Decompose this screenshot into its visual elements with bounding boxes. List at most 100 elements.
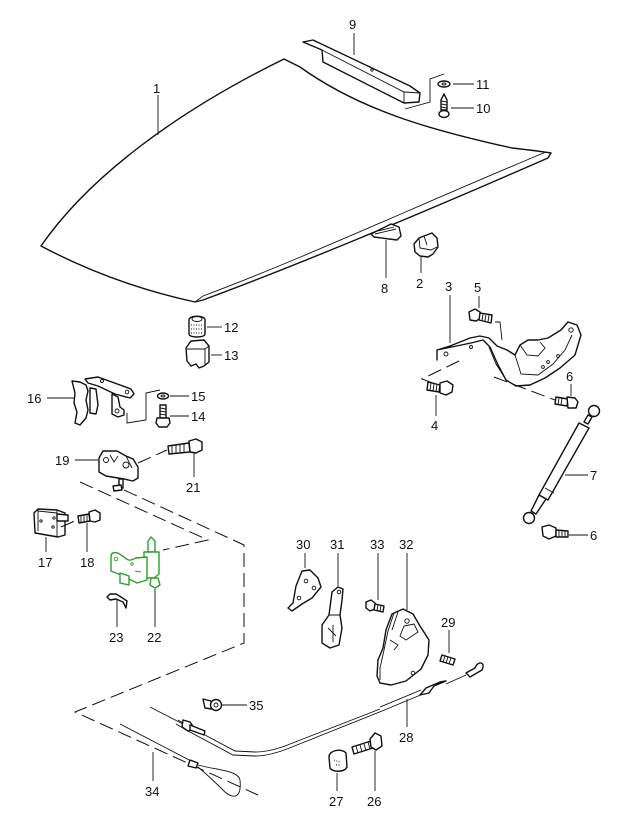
callout-27[interactable]: 27 xyxy=(329,773,343,809)
callout-8[interactable]: 8 xyxy=(381,240,388,296)
label-29: 29 xyxy=(441,615,455,630)
label-30: 30 xyxy=(296,537,310,552)
callout-21[interactable]: 21 xyxy=(186,453,200,495)
callout-26[interactable]: 26 xyxy=(367,751,381,809)
part-28-release-cable[interactable] xyxy=(175,662,484,757)
callout-4[interactable]: 4 xyxy=(431,395,438,433)
part-6-ball-stud-lower[interactable] xyxy=(541,524,569,540)
callout-35[interactable]: 35 xyxy=(222,698,263,713)
part-12-stop-buffer[interactable] xyxy=(188,315,206,338)
callout-30[interactable]: 30 xyxy=(296,537,310,568)
label-21: 21 xyxy=(186,480,200,495)
callout-22[interactable]: 22 xyxy=(147,589,161,645)
label-13: 13 xyxy=(224,348,238,363)
part-32-release-handle[interactable] xyxy=(376,608,430,686)
part-34-emergency-release-cable[interactable] xyxy=(119,706,241,797)
callout-9[interactable]: 9 xyxy=(349,17,356,55)
label-35: 35 xyxy=(249,698,263,713)
callout-7[interactable]: 7 xyxy=(565,468,597,483)
callout-15[interactable]: 15 xyxy=(170,389,205,404)
part-6-ball-stud-upper[interactable] xyxy=(554,396,579,409)
label-11: 11 xyxy=(476,77,490,92)
callout-19[interactable]: 19 xyxy=(55,453,98,468)
part-29-pin[interactable] xyxy=(439,654,456,666)
label-18: 18 xyxy=(80,555,94,570)
callout-34[interactable]: 34 xyxy=(145,752,159,799)
part-10-tapping-screw[interactable] xyxy=(438,93,450,119)
callout-1[interactable]: 1 xyxy=(153,81,160,135)
assembly-guide-18 xyxy=(60,519,78,528)
label-23: 23 xyxy=(109,630,123,645)
part-13-cap[interactable] xyxy=(185,339,210,369)
callout-18[interactable]: 18 xyxy=(80,523,94,570)
part-3-hinge[interactable] xyxy=(436,321,582,387)
part-27-grommet[interactable] xyxy=(328,749,348,772)
label-12: 12 xyxy=(224,320,238,335)
callout-3[interactable]: 3 xyxy=(445,279,452,343)
part-35-expanding-rivet[interactable] xyxy=(202,698,223,712)
label-6-upper: 6 xyxy=(566,369,573,384)
callout-31[interactable]: 31 xyxy=(330,537,344,586)
callout-23[interactable]: 23 xyxy=(109,600,123,645)
callout-13[interactable]: 13 xyxy=(211,348,238,363)
label-3: 3 xyxy=(445,279,452,294)
label-28: 28 xyxy=(399,730,413,745)
callout-12[interactable]: 12 xyxy=(207,320,238,335)
part-11-washer[interactable] xyxy=(437,80,451,88)
callout-11[interactable]: 11 xyxy=(453,77,490,92)
label-32: 32 xyxy=(399,537,413,552)
label-26: 26 xyxy=(367,794,381,809)
label-2: 2 xyxy=(416,276,423,291)
part-8-seal-strip[interactable] xyxy=(370,223,402,241)
callout-33[interactable]: 33 xyxy=(370,537,384,600)
part-23-clip[interactable] xyxy=(106,593,128,609)
part-5-hinge-bolt[interactable] xyxy=(468,308,493,324)
part-14-hex-bolt[interactable] xyxy=(155,404,171,428)
cable-routing-line xyxy=(79,481,210,551)
label-8: 8 xyxy=(381,281,388,296)
part-15-washer[interactable] xyxy=(156,392,170,400)
callout-10[interactable]: 10 xyxy=(451,101,490,116)
label-33: 33 xyxy=(370,537,384,552)
callout-2[interactable]: 2 xyxy=(416,257,423,291)
callout-14[interactable]: 14 xyxy=(170,409,205,424)
part-17-bracket[interactable] xyxy=(33,508,69,538)
callout-17[interactable]: 17 xyxy=(38,537,52,570)
part-31-lever[interactable] xyxy=(321,586,344,649)
part-26-bolt[interactable] xyxy=(351,732,383,755)
callout-6-lower[interactable]: 6 xyxy=(569,528,597,543)
callout-5[interactable]: 5 xyxy=(474,280,481,308)
label-4: 4 xyxy=(431,418,438,433)
label-14: 14 xyxy=(191,409,205,424)
part-9-trim-strip[interactable] xyxy=(302,39,421,104)
label-34: 34 xyxy=(145,784,159,799)
assembly-guide-14 xyxy=(126,389,161,424)
label-27: 27 xyxy=(329,794,343,809)
label-15: 15 xyxy=(191,389,205,404)
label-22: 22 xyxy=(147,630,161,645)
part-33-screw[interactable] xyxy=(365,599,385,613)
part-30-bracket[interactable] xyxy=(287,569,322,612)
part-1-hood-panel[interactable] xyxy=(40,58,552,303)
label-19: 19 xyxy=(55,453,69,468)
part-16-lock-striker[interactable] xyxy=(71,376,135,426)
part-22-safety-catch-switch[interactable] xyxy=(110,536,161,589)
callout-16[interactable]: 16 xyxy=(27,391,74,406)
part-21-bolt[interactable] xyxy=(167,438,203,455)
callout-6-upper[interactable]: 6 xyxy=(566,369,573,396)
assembly-guide-6 xyxy=(493,376,556,401)
part-18-bolt[interactable] xyxy=(77,509,101,524)
label-17: 17 xyxy=(38,555,52,570)
part-19-lock[interactable] xyxy=(98,450,139,492)
label-31: 31 xyxy=(330,537,344,552)
part-7-gas-strut[interactable] xyxy=(522,404,601,525)
part-2-rubber-buffer[interactable] xyxy=(413,232,439,258)
callout-32[interactable]: 32 xyxy=(399,537,413,610)
part-4-hinge-bolt[interactable] xyxy=(426,380,454,396)
label-10: 10 xyxy=(476,101,490,116)
callout-28[interactable]: 28 xyxy=(399,699,413,745)
assembly-guide-9 xyxy=(404,73,445,110)
callout-29[interactable]: 29 xyxy=(441,615,455,653)
label-16: 16 xyxy=(27,391,41,406)
